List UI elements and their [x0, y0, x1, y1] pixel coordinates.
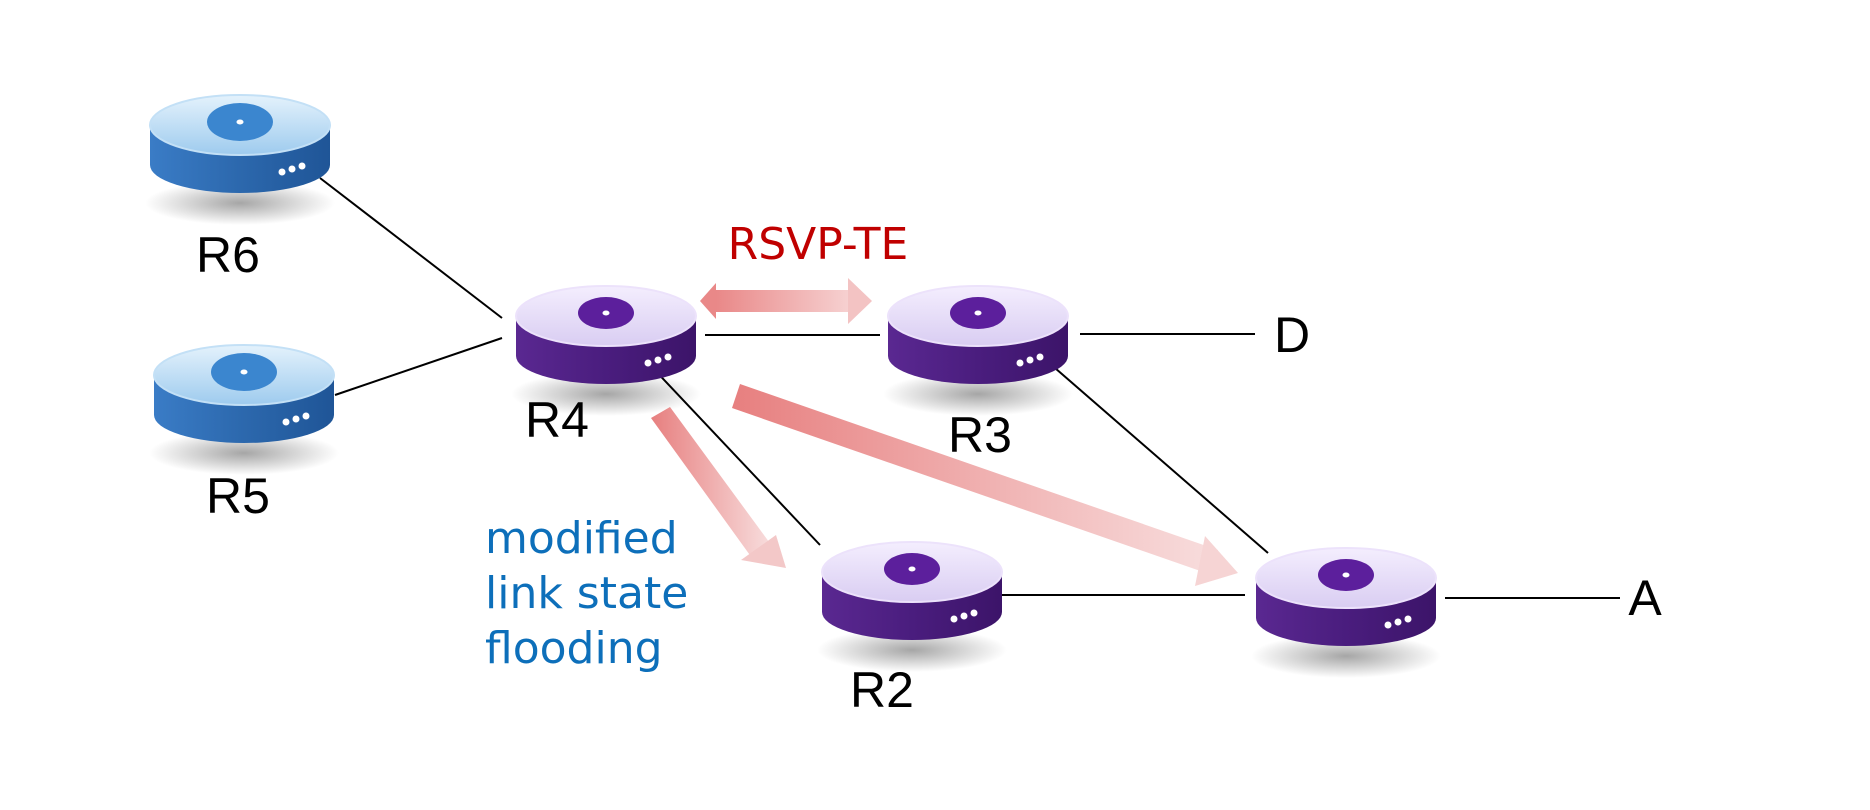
- router-r4[interactable]: R4: [510, 285, 702, 448]
- flooding-arrow-r4-r2: [651, 407, 786, 568]
- link-r6-r4: [319, 177, 503, 319]
- router-r3[interactable]: R3: [882, 285, 1074, 463]
- router-label-r3: R3: [948, 407, 1012, 463]
- link-r3-ra: [1054, 367, 1269, 554]
- router-r6[interactable]: R6: [144, 94, 336, 283]
- link-r5-r4: [334, 337, 503, 396]
- router-label-r6: R6: [196, 227, 260, 283]
- router-label-r2: R2: [850, 662, 914, 718]
- rsvp-arrow-r4-r3: [700, 278, 872, 324]
- destination-a: A: [1628, 570, 1662, 626]
- rsvp-te-label: RSVP-TE: [728, 219, 909, 270]
- router-r5[interactable]: R5: [148, 344, 340, 524]
- router-label-r5: R5: [206, 468, 270, 524]
- destination-d: D: [1274, 307, 1310, 363]
- router-label-r4: R4: [525, 392, 589, 448]
- router-ra[interactable]: [1250, 547, 1442, 679]
- flooding-label-line-1: modified: [485, 513, 678, 564]
- flooding-label-line-2: link state: [485, 568, 688, 619]
- flooding-label-line-3: flooding: [485, 623, 663, 674]
- rsvp-arrow-r4-ra: [732, 384, 1238, 586]
- router-r2[interactable]: R2: [816, 541, 1008, 718]
- flooding-label: modified link state flooding: [485, 513, 702, 674]
